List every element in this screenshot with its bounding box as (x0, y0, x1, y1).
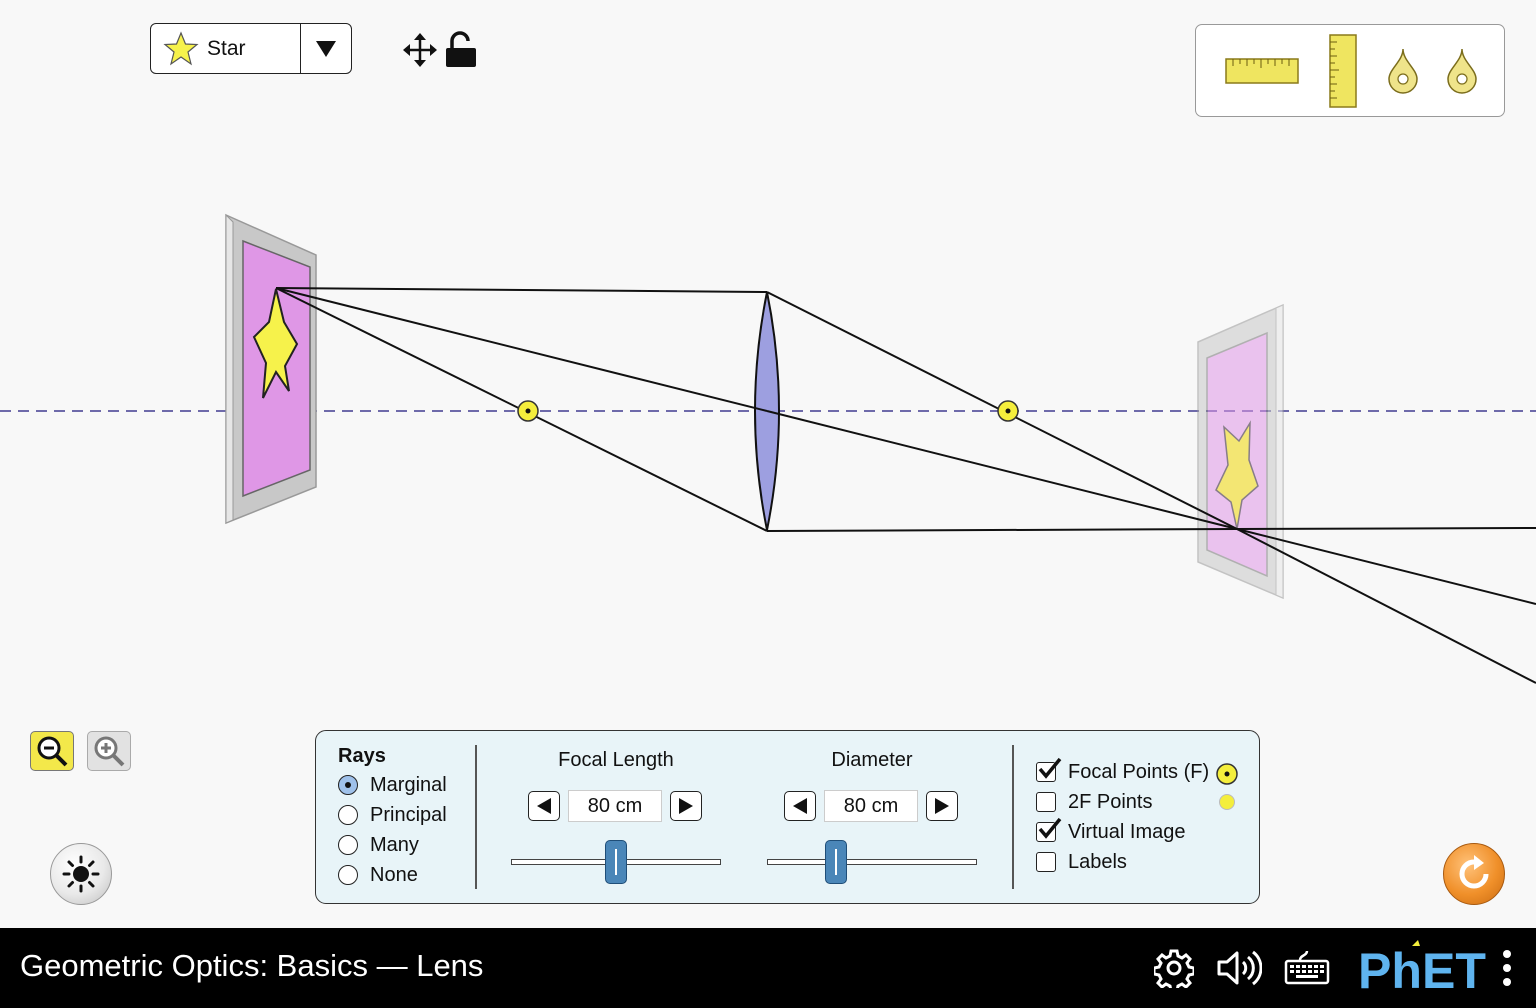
checkbox[interactable] (1036, 817, 1062, 842)
phet-logo-text: PhET (1358, 943, 1486, 996)
checkbox-label: Labels (1068, 850, 1127, 873)
arrow-right-icon (935, 798, 949, 814)
checkbox[interactable] (1036, 757, 1062, 782)
focal-length-slider-thumb[interactable] (605, 840, 627, 884)
rays-group: Rays Marginal Principal Many None (338, 745, 447, 890)
audio-icon[interactable] (1216, 948, 1262, 988)
checkbox-label: 2F Points (1068, 790, 1153, 813)
rays (275, 287, 1536, 684)
radio-button[interactable] (338, 835, 358, 855)
radio-button[interactable] (338, 775, 358, 795)
panel-divider (475, 745, 477, 889)
unlock-icon[interactable] (444, 30, 480, 70)
dropdown-arrow-icon[interactable] (301, 40, 351, 58)
focal-length-value: 80 cm (568, 790, 662, 822)
diameter-slider-track[interactable] (767, 859, 977, 865)
2f-point-legend-icon (1219, 794, 1235, 810)
rays-option-marginal[interactable]: Marginal (338, 770, 447, 800)
checkbox[interactable] (1036, 792, 1056, 812)
object-dropdown[interactable]: Star (150, 23, 352, 74)
checkbox-labels[interactable]: Labels (1036, 847, 1209, 877)
radio-button[interactable] (338, 865, 358, 885)
focal-point-right[interactable] (997, 400, 1019, 422)
object-star[interactable] (252, 288, 299, 399)
radio-label: Marginal (370, 773, 447, 796)
horizontal-ruler-icon[interactable] (1225, 58, 1299, 84)
point-tool-icon[interactable] (1446, 47, 1478, 95)
diameter-decrement-button[interactable] (784, 791, 816, 821)
focal-length-decrement-button[interactable] (528, 791, 560, 821)
checkmark-icon (1038, 817, 1062, 839)
focal-point-legend-icon (1216, 763, 1238, 785)
object-dropdown-label: Star (207, 36, 246, 60)
radio-label: None (370, 863, 418, 886)
toolbox-panel (1195, 24, 1505, 117)
arrow-left-icon (793, 798, 807, 814)
visibility-checkboxes: Focal Points (F) 2F Points Virtual Image… (1036, 757, 1209, 877)
zoom-out-button[interactable] (30, 731, 74, 771)
navigation-bar: Geometric Optics: Basics — Lens PhET (0, 928, 1536, 1008)
focal-length-title: Focal Length (558, 749, 674, 771)
radio-button[interactable] (338, 805, 358, 825)
zoom-in-icon (94, 736, 125, 767)
checkmark-icon (1038, 757, 1062, 779)
radio-label: Principal (370, 803, 447, 826)
checkbox-focal-points[interactable]: Focal Points (F) (1036, 757, 1209, 787)
focal-point-left[interactable] (517, 400, 539, 422)
diameter-title: Diameter (831, 749, 913, 771)
keyboard-icon[interactable] (1284, 948, 1330, 988)
sim-title: Geometric Optics: Basics — Lens (20, 948, 484, 983)
phet-logo[interactable]: PhET (1356, 940, 1490, 996)
virtual-image-star (1215, 420, 1259, 530)
arrow-right-icon (679, 798, 693, 814)
rays-option-many[interactable]: Many (338, 830, 447, 860)
focal-length-increment-button[interactable] (670, 791, 702, 821)
zoom-out-icon (37, 736, 68, 767)
object-dropdown-selected[interactable]: Star (151, 24, 301, 73)
gear-icon[interactable] (1154, 948, 1194, 988)
rays-option-principal[interactable]: Principal (338, 800, 447, 830)
diameter-spinner: 80 cm (784, 790, 958, 822)
vertical-ruler-icon[interactable] (1329, 34, 1357, 108)
point-tool-icon[interactable] (1387, 47, 1419, 95)
move-arrows-icon[interactable] (402, 32, 438, 68)
star-icon (163, 30, 199, 65)
checkbox-label: Virtual Image (1068, 820, 1186, 843)
sun-icon (62, 855, 100, 893)
object-frame[interactable] (225, 213, 317, 525)
checkbox[interactable] (1036, 852, 1056, 872)
more-options-icon[interactable] (1500, 948, 1514, 988)
diameter-increment-button[interactable] (926, 791, 958, 821)
light-source-button[interactable] (50, 843, 112, 905)
rays-option-none[interactable]: None (338, 860, 447, 890)
checkbox-label: Focal Points (F) (1068, 760, 1210, 783)
reset-all-button[interactable] (1443, 843, 1505, 905)
zoom-in-button[interactable] (87, 731, 131, 771)
panel-divider (1012, 745, 1014, 889)
diameter-value: 80 cm (824, 790, 918, 822)
optics-scene (0, 213, 1536, 684)
checkbox-2f-points[interactable]: 2F Points (1036, 787, 1209, 817)
rays-title: Rays (338, 745, 386, 767)
arrow-left-icon (537, 798, 551, 814)
reset-icon (1459, 855, 1489, 889)
checkbox-virtual-image[interactable]: Virtual Image (1036, 817, 1209, 847)
diameter-slider-thumb[interactable] (825, 840, 848, 884)
control-panel: Rays Marginal Principal Many None Focal … (315, 730, 1260, 904)
radio-label: Many (370, 833, 419, 856)
focal-length-spinner: 80 cm (528, 790, 702, 822)
